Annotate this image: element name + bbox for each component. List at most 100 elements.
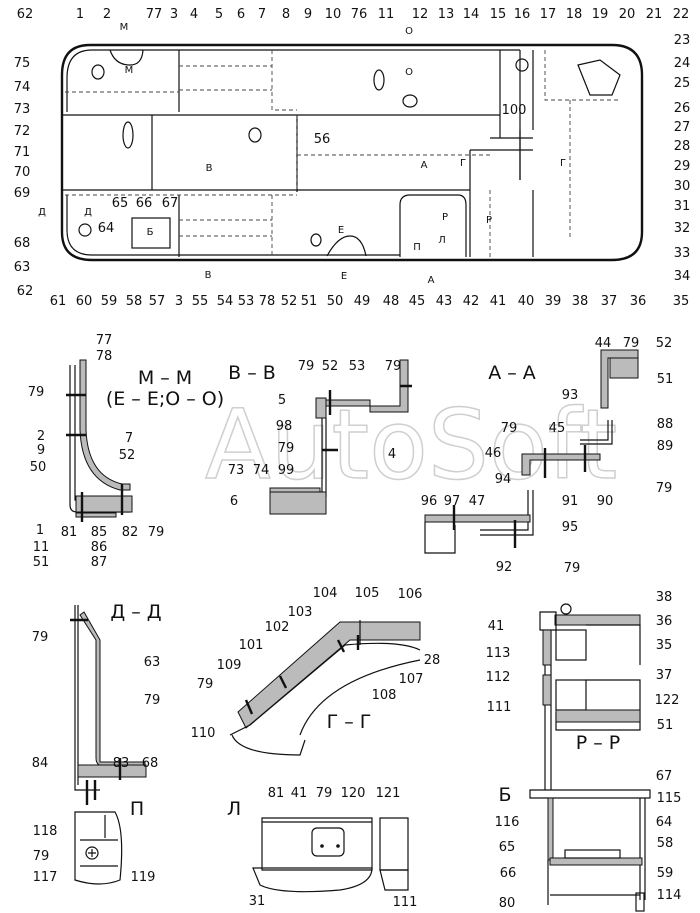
callout-label: 59 xyxy=(101,294,118,309)
callout-label: 79 xyxy=(656,481,673,496)
callout-label: 9 xyxy=(304,7,312,22)
callout-label: 65 xyxy=(112,196,129,211)
callout-label: 23 xyxy=(674,33,691,48)
callout-label: 6 xyxy=(230,494,238,509)
callout-label: 61 xyxy=(50,294,67,309)
callout-label: 56 xyxy=(314,132,331,147)
plan-hole xyxy=(78,223,92,237)
section-marker: А xyxy=(428,275,435,286)
callout-label: 107 xyxy=(399,672,424,687)
section-d-d-drawing xyxy=(70,605,147,805)
callout-label: 79 xyxy=(144,693,161,708)
callout-label: 43 xyxy=(436,294,453,309)
callout-label: 28 xyxy=(424,653,441,668)
callout-label: 18 xyxy=(566,7,583,22)
section-title: Г – Г xyxy=(327,711,372,733)
callout-label: 62 xyxy=(17,284,34,299)
callout-label: 79 xyxy=(32,630,49,645)
section-marker: Д xyxy=(38,207,46,218)
plan-hole xyxy=(91,64,105,80)
section-title: Б xyxy=(498,784,511,806)
callout-label: 77 xyxy=(96,333,113,348)
callout-label: 19 xyxy=(592,7,609,22)
callout-label: 71 xyxy=(14,145,31,160)
callout-label: 37 xyxy=(601,294,618,309)
callout-label: 106 xyxy=(398,587,423,602)
callout-label: 114 xyxy=(657,888,682,903)
callout-label: 33 xyxy=(674,246,691,261)
callout-label: 1 xyxy=(36,523,44,538)
callout-label: 25 xyxy=(674,76,691,91)
callout-label: 51 xyxy=(657,372,674,387)
callout-label: 63 xyxy=(144,655,161,670)
callout-label: 28 xyxy=(674,139,691,154)
callout-label: 59 xyxy=(657,866,674,881)
section-title: А – А xyxy=(488,362,536,384)
section-marker: Е xyxy=(341,271,347,282)
section-marker: В xyxy=(206,163,213,174)
callout-label: 92 xyxy=(496,560,513,575)
callout-label: 79 xyxy=(385,359,402,374)
callout-label: 67 xyxy=(656,769,673,784)
callout-label: 41 xyxy=(291,786,308,801)
section-marker: В xyxy=(205,270,212,281)
callout-label: 121 xyxy=(376,786,401,801)
callout-label: 36 xyxy=(630,294,647,309)
callout-label: 45 xyxy=(409,294,426,309)
callout-label: 49 xyxy=(354,294,371,309)
callout-label: 79 xyxy=(298,359,315,374)
callout-label: 62 xyxy=(17,7,34,22)
callout-label: 78 xyxy=(96,349,113,364)
section-marker: Д xyxy=(84,207,92,218)
callout-label: 105 xyxy=(355,586,380,601)
callout-label: 79 xyxy=(501,421,518,436)
callout-label: 81 xyxy=(61,525,78,540)
callout-label: 10 xyxy=(325,7,342,22)
callout-label: 22 xyxy=(673,7,690,22)
callout-label: 39 xyxy=(545,294,562,309)
callout-label: 7 xyxy=(258,7,266,22)
plan-hole xyxy=(373,69,385,91)
callout-label: 115 xyxy=(657,791,682,806)
plan-dome xyxy=(326,235,367,257)
callout-label: 98 xyxy=(276,419,293,434)
callout-label: 63 xyxy=(14,260,31,275)
callout-label: 90 xyxy=(597,494,614,509)
callout-label: 111 xyxy=(393,895,418,910)
callout-label: 11 xyxy=(378,7,395,22)
callout-label: 53 xyxy=(349,359,366,374)
callout-label: 52 xyxy=(281,294,298,309)
callout-label: 110 xyxy=(191,726,216,741)
section-title: П xyxy=(130,798,144,820)
callout-label: 84 xyxy=(32,756,49,771)
callout-label: 74 xyxy=(253,463,270,478)
section-marker: О xyxy=(405,26,413,37)
section-v-v-drawing xyxy=(269,359,412,515)
callout-label: 35 xyxy=(656,638,673,653)
plan-arch xyxy=(399,194,467,257)
section-marker: Б xyxy=(147,227,154,238)
callout-label: 69 xyxy=(14,186,31,201)
callout-label: 66 xyxy=(136,196,153,211)
callout-label: 93 xyxy=(562,388,579,403)
callout-label: 70 xyxy=(14,165,31,180)
section-g-g-drawing xyxy=(229,620,421,756)
callout-label: 45 xyxy=(549,421,566,436)
callout-label: 79 xyxy=(278,441,295,456)
callout-label: 82 xyxy=(122,525,139,540)
callout-label: 60 xyxy=(76,294,93,309)
callout-label: 91 xyxy=(562,494,579,509)
callout-label: 78 xyxy=(259,294,276,309)
section-a-a-drawing xyxy=(424,349,639,554)
callout-label: 29 xyxy=(674,159,691,174)
callout-label: 17 xyxy=(540,7,557,22)
callout-label: 96 xyxy=(421,494,438,509)
callout-label: 99 xyxy=(278,463,295,478)
callout-label: 30 xyxy=(674,179,691,194)
callout-label: 79 xyxy=(28,385,45,400)
section-marker: Е xyxy=(338,225,344,236)
section-marker: Р xyxy=(486,215,492,226)
callout-label: 38 xyxy=(656,590,673,605)
